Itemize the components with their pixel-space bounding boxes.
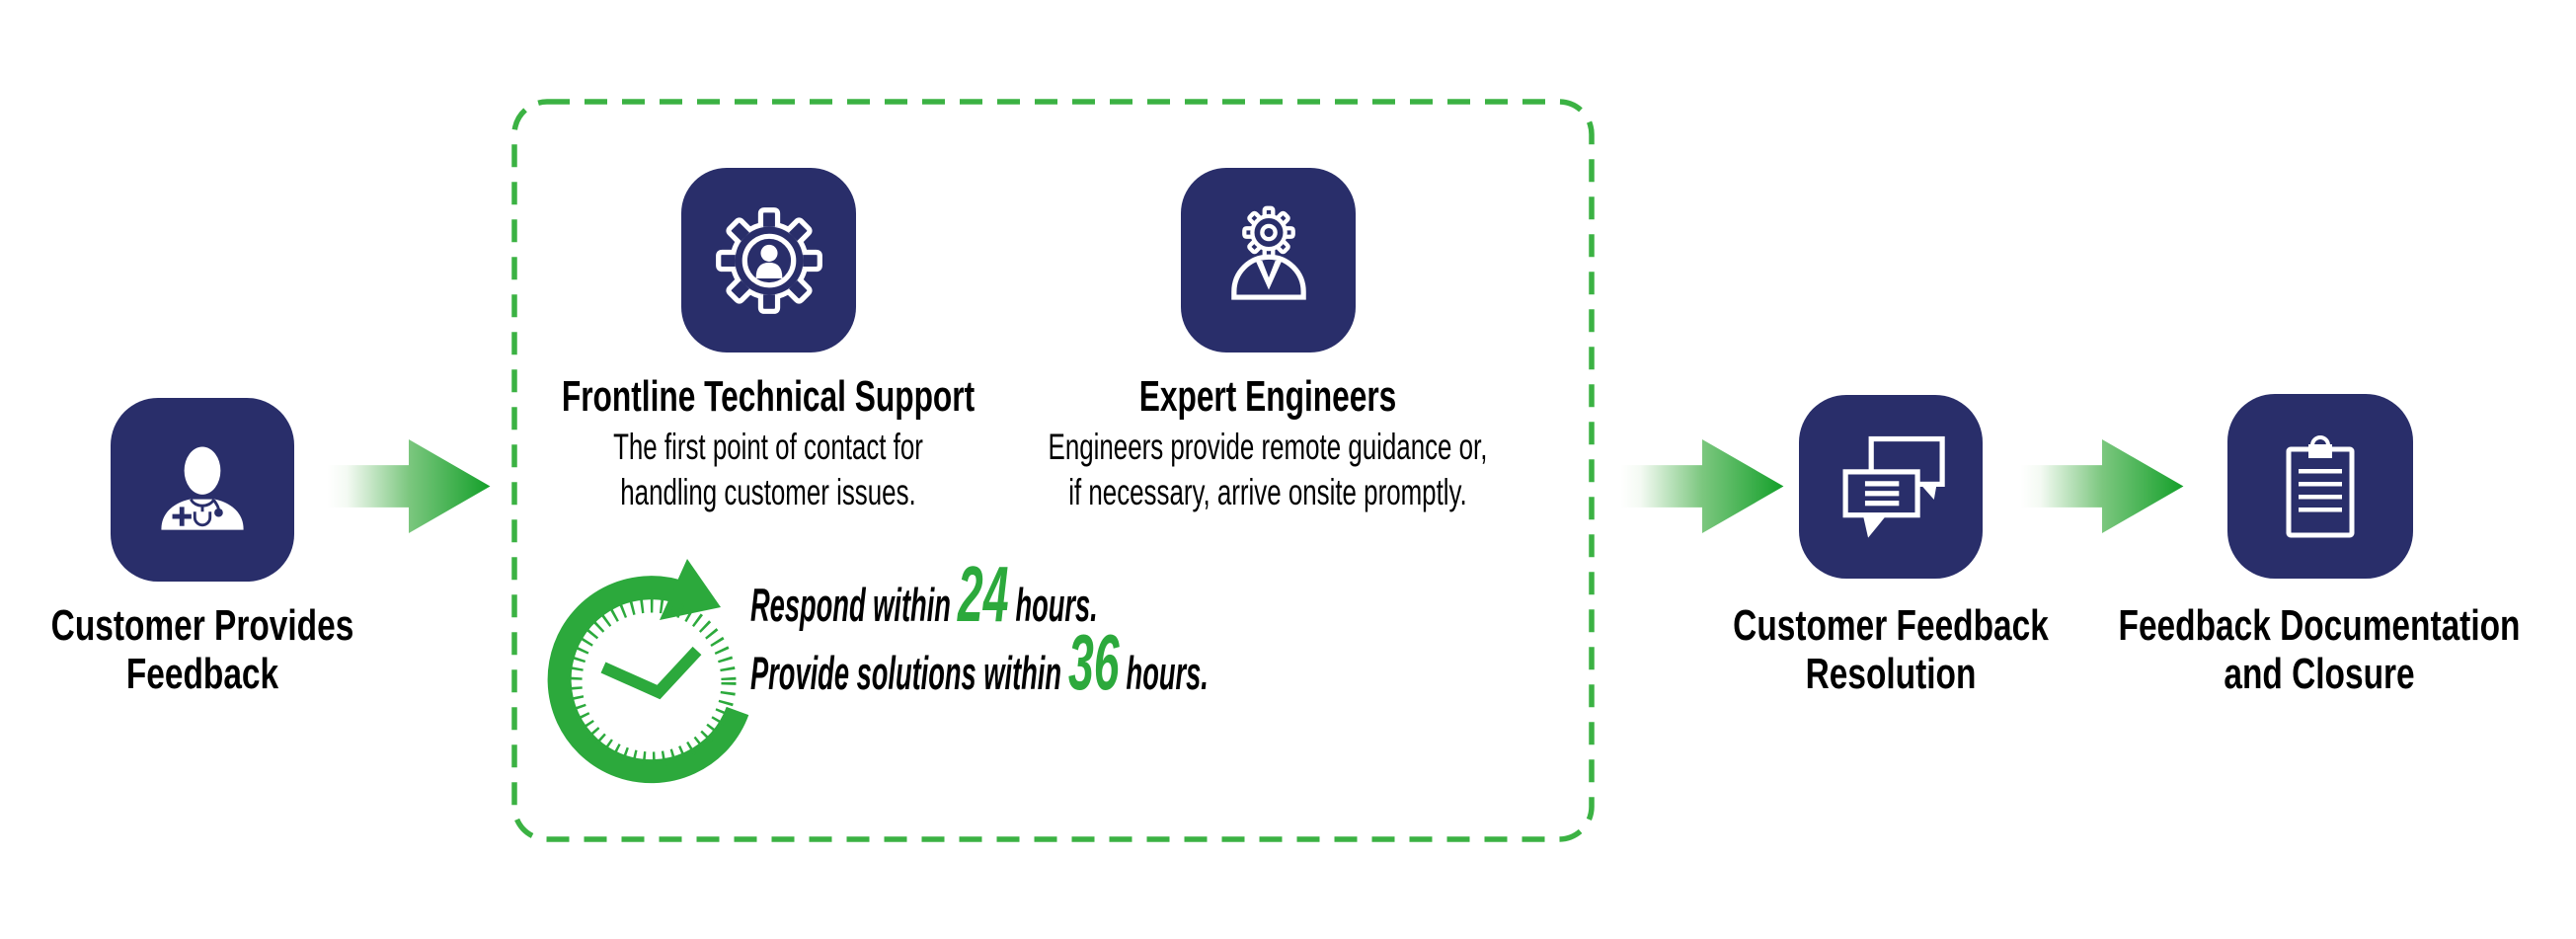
checkmark-icon <box>600 646 702 700</box>
clock-check-icon <box>541 551 768 798</box>
step1-label: Customer Provides Feedback <box>51 601 354 698</box>
expert-engineers-tile <box>1181 168 1356 352</box>
customer-feedback-tile <box>111 398 294 582</box>
step1-label-line1: Customer Provides <box>50 601 354 650</box>
sla-respond-line: Respond within 24 hours. <box>750 555 1098 634</box>
customer-doctor-icon <box>161 446 244 530</box>
sla-respond-suffix: hours. <box>1015 579 1098 631</box>
frontline-title: Frontline Technical Support <box>561 372 976 421</box>
step3-label: Customer Feedback Resolution <box>1733 601 2049 698</box>
chat-bubbles-icon <box>1842 435 1945 538</box>
experts-desc-line2: if necessary, arrive onsite promptly. <box>1068 472 1467 512</box>
feedback-resolution-tile <box>1799 395 1983 579</box>
support-box-border <box>511 99 1595 842</box>
clipboard-icon <box>2286 434 2355 537</box>
experts-desc: Engineers provide remote guidance or, if… <box>1049 425 1488 515</box>
step4-label-line1: Feedback Documentation <box>2118 601 2521 650</box>
frontline-desc-line2: handling customer issues. <box>620 472 916 512</box>
experts-desc-line1: Engineers provide remote guidance or, <box>1048 427 1488 467</box>
frontline-desc-line1: The first point of contact for <box>613 427 923 467</box>
step3-label-line2: Resolution <box>1805 650 1977 698</box>
sla-respond-hours-value: 24 <box>957 550 1009 638</box>
feedback-documentation-tile <box>2227 394 2413 579</box>
sla-solution-line: Provide solutions within 36 hours. <box>750 623 1209 702</box>
step3-label-line1: Customer Feedback <box>1733 601 2049 650</box>
engineer-icon <box>1230 205 1306 300</box>
flow-arrow-2 <box>1620 438 1784 534</box>
sla-solution-suffix: hours. <box>1126 647 1209 699</box>
experts-title: Expert Engineers <box>1138 372 1397 421</box>
frontline-desc: The first point of contact for handling … <box>613 425 923 515</box>
frontline-support-tile <box>681 168 856 352</box>
step4-label-line2: and Closure <box>2224 650 2415 698</box>
step4-label: Feedback Documentation and Closure <box>2119 601 2521 698</box>
sla-solution-hours-value: 36 <box>1067 618 1120 706</box>
flow-arrow-3 <box>2020 438 2184 534</box>
sla-respond-prefix: Respond within <box>750 579 951 631</box>
flow-arrow-1 <box>327 438 491 534</box>
sla-solution-prefix: Provide solutions within <box>750 647 1062 699</box>
step1-label-line2: Feedback <box>125 650 279 698</box>
gear-person-icon <box>715 206 822 314</box>
